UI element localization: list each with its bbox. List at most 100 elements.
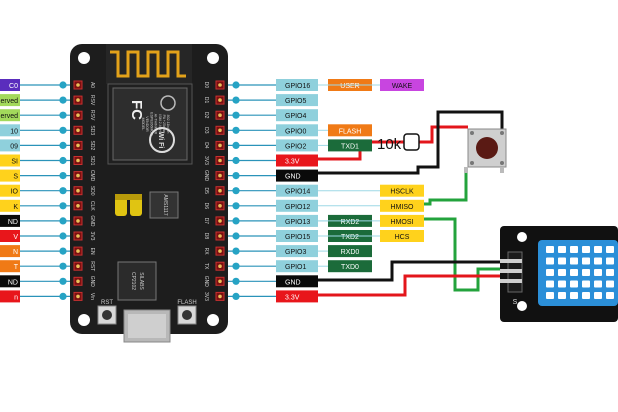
left-pin-label: T xyxy=(14,264,19,271)
header-pin-hole xyxy=(218,204,222,208)
pin-function-box xyxy=(380,214,424,227)
pin-connector-dot xyxy=(232,247,240,255)
left-pin-label-box xyxy=(0,290,20,303)
module-marking-line: AI-THINKER xyxy=(154,114,158,135)
pin-connector-dot xyxy=(59,292,67,300)
sensor-vent xyxy=(606,280,614,288)
pin-label: GPIO4 xyxy=(285,113,307,120)
left-pin-label: SI xyxy=(11,159,18,166)
header-pin-hole xyxy=(76,204,80,208)
pin-connector-dot xyxy=(232,217,240,225)
module-marking-line: PA +25dBm xyxy=(162,115,166,134)
sensor-vent xyxy=(558,280,566,288)
pin-connector-dot xyxy=(59,156,67,165)
pin-label-box xyxy=(276,184,318,197)
pin-label-box xyxy=(276,109,318,122)
sensor-vent xyxy=(582,257,590,265)
left-pin-label-box xyxy=(0,184,20,197)
header-pin-hole xyxy=(218,98,222,102)
sensor-vent xyxy=(582,246,590,253)
module-marking-line: VENDOR xyxy=(145,116,149,132)
sensor-vent xyxy=(546,246,554,253)
push-button-cap xyxy=(476,137,498,159)
sensor-vent xyxy=(594,257,602,265)
pin-function-label: TXD0 xyxy=(341,264,359,271)
pin-label: 3.3V xyxy=(285,159,300,166)
push-button-corner xyxy=(500,161,504,165)
header-pin-hole xyxy=(76,188,80,193)
sensor-vent xyxy=(558,257,566,265)
sensor-vent xyxy=(570,246,578,253)
left-header-pins: A0RSVRSVSD3SD2SD1CMDSD0CLKGND3V3ENRSTGND… xyxy=(73,80,95,301)
fc-logo: FC xyxy=(128,100,145,120)
pin-label-box xyxy=(276,275,318,288)
sensor-vents xyxy=(546,246,614,299)
silkscreen-label: RX xyxy=(203,248,209,256)
module-marking-line: MODEL xyxy=(141,118,145,131)
sensor-vent xyxy=(546,292,554,299)
pin-label: GPIO14 xyxy=(285,189,310,196)
pin-function-label: HSCLK xyxy=(390,189,414,196)
sensor-vent xyxy=(582,280,590,288)
sensor-vent xyxy=(546,280,554,288)
voltage-regulator xyxy=(149,191,179,219)
header-pin-hole xyxy=(76,173,80,178)
left-pin-label: ND xyxy=(8,279,18,286)
pin-function-label: TXD2 xyxy=(341,234,359,241)
left-pin-label-box xyxy=(0,94,20,107)
pin-function-label: RXD2 xyxy=(341,219,360,226)
pin-connector-dot xyxy=(232,187,240,195)
left-pin-label-box xyxy=(0,260,20,273)
wifi-logo: Wi Fi xyxy=(157,132,164,149)
sensor-vent xyxy=(558,292,566,299)
pin-connector-dot xyxy=(232,141,240,149)
module-marking-line: ISM 2.4GHz xyxy=(158,114,162,134)
sensor-vent xyxy=(594,269,602,276)
header-pin-hole xyxy=(76,249,80,253)
silkscreen-label: D2 xyxy=(203,112,209,119)
silkscreen-label: SD1 xyxy=(89,156,95,166)
silkscreen-label: D4 xyxy=(203,142,209,149)
left-pin-label: n xyxy=(14,294,18,301)
silkscreen-label: D5 xyxy=(203,187,209,194)
capacitor-top xyxy=(115,194,142,200)
sensor-hole xyxy=(517,232,527,242)
pin-function-box xyxy=(328,124,372,137)
sensor-header-label: S xyxy=(513,299,518,306)
pin-label-box xyxy=(276,290,318,303)
pin-function-label: HMISO xyxy=(391,204,415,211)
silkscreen-label: D3 xyxy=(203,127,209,134)
wire-gpio13-to-sensor xyxy=(422,217,510,292)
pin-connector-dot xyxy=(59,247,67,255)
sensor-vent xyxy=(570,269,578,276)
sensor-vent xyxy=(606,246,614,253)
pin-connector-dot xyxy=(232,277,240,285)
pin-function-box xyxy=(380,199,424,212)
pin-function-box xyxy=(328,245,372,258)
header-pin-hole xyxy=(76,279,80,284)
left-pin-label: C0 xyxy=(9,83,18,90)
left-pin-label-box xyxy=(0,109,20,122)
pin-label-box xyxy=(276,214,318,227)
pin-function-label: WAKE xyxy=(392,83,413,90)
sensor-pin xyxy=(500,279,522,283)
left-pin-label: IO xyxy=(11,189,19,196)
pin-label: GPIO5 xyxy=(285,98,307,105)
silkscreen-label: SD2 xyxy=(89,141,95,151)
sensor-vent xyxy=(570,257,578,265)
header-pin-hole xyxy=(76,83,80,87)
pin-label: GPIO13 xyxy=(285,219,310,226)
pin-label-box xyxy=(276,124,318,137)
pin-function-box xyxy=(380,230,424,242)
pin-function-label: HMOSI xyxy=(391,219,414,226)
header-pin-hole xyxy=(218,128,222,133)
sensor-vent xyxy=(570,280,578,288)
rst-label: RST xyxy=(101,300,113,306)
pin-function-box xyxy=(328,260,372,273)
pin-label: GPIO12 xyxy=(285,204,310,211)
pin-label: GPIO0 xyxy=(285,128,307,135)
resistor-body xyxy=(403,133,420,151)
silkscreen-label: CMD xyxy=(89,170,95,182)
header-pin-hole xyxy=(76,113,80,117)
